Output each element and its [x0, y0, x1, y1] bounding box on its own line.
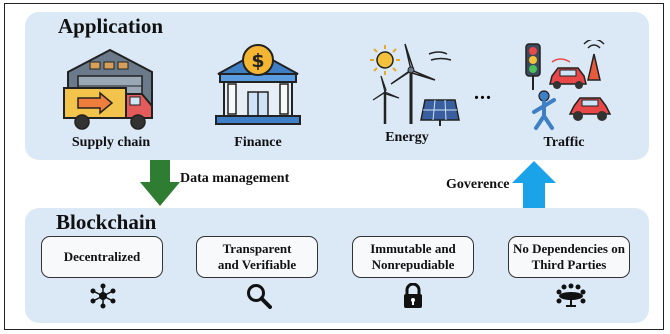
- ellipsis: ...: [474, 82, 492, 104]
- feature-text-line1: Decentralized: [63, 249, 141, 264]
- network-nodes-icon: [90, 283, 116, 309]
- feature-text-line2: and Verifiable: [217, 257, 297, 272]
- governance-label: Goverence: [446, 177, 510, 192]
- blockchain-title: Blockchain: [56, 210, 157, 234]
- feature-transparent: Transparent and Verifiable: [196, 236, 318, 278]
- magnifier-icon: [246, 283, 272, 309]
- truck-warehouse-icon: [60, 42, 160, 132]
- feature-text-line1: Transparent: [222, 241, 292, 256]
- energy-label: Energy: [385, 130, 429, 145]
- bank-icon: $: [212, 40, 304, 130]
- finance-label: Finance: [234, 135, 282, 150]
- feature-text-line1: Immutable and: [370, 241, 456, 256]
- wind-solar-icon: [365, 40, 463, 130]
- up-arrow-shape: [512, 161, 556, 209]
- traffic-label: Traffic: [543, 135, 585, 150]
- down-arrow-shape: [140, 160, 180, 206]
- data-management-label: Data management: [180, 171, 290, 186]
- lock-icon: [402, 283, 424, 309]
- svg-text:$: $: [251, 50, 264, 72]
- feature-immutable: Immutable and Nonrepudiable: [352, 236, 474, 278]
- supply-chain-label: Supply chain: [71, 135, 151, 150]
- governance-arrow: [512, 161, 556, 209]
- feature-text-line2: Nonrepudiable: [371, 257, 455, 272]
- data-management-arrow: [140, 160, 180, 206]
- feature-text-line2: Third Parties: [531, 257, 607, 272]
- feature-decentralized: Decentralized: [41, 236, 163, 278]
- feature-no-dependencies: No Dependencies on Third Parties: [508, 236, 630, 278]
- application-title: Application: [58, 14, 164, 38]
- people-table-icon: [556, 283, 586, 309]
- diagram-frame: [4, 3, 664, 330]
- feature-text-line1: No Dependencies on: [513, 241, 625, 256]
- traffic-icon: [522, 40, 614, 132]
